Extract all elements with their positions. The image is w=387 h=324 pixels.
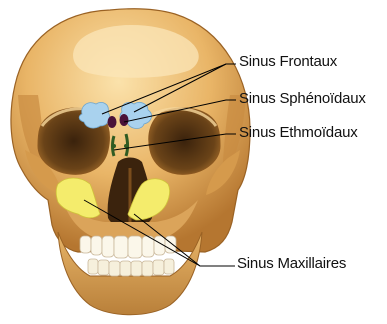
sphenoid-sinus-right — [120, 114, 129, 126]
label-ethmoid-sinus: Sinus Ethmoïdaux — [239, 125, 358, 141]
ethmoid-dot-left — [112, 144, 116, 148]
label-frontal-sinus: Sinus Frontaux — [239, 54, 337, 70]
label-sphenoid-sinus: Sinus Sphénoïdaux — [239, 91, 366, 107]
lower-teeth — [88, 259, 174, 276]
ethmoid-dot-right — [124, 144, 128, 148]
upper-teeth — [80, 236, 176, 258]
label-maxillary-sinus: Sinus Maxillaires — [237, 256, 346, 272]
sphenoid-sinus-left — [108, 116, 117, 128]
